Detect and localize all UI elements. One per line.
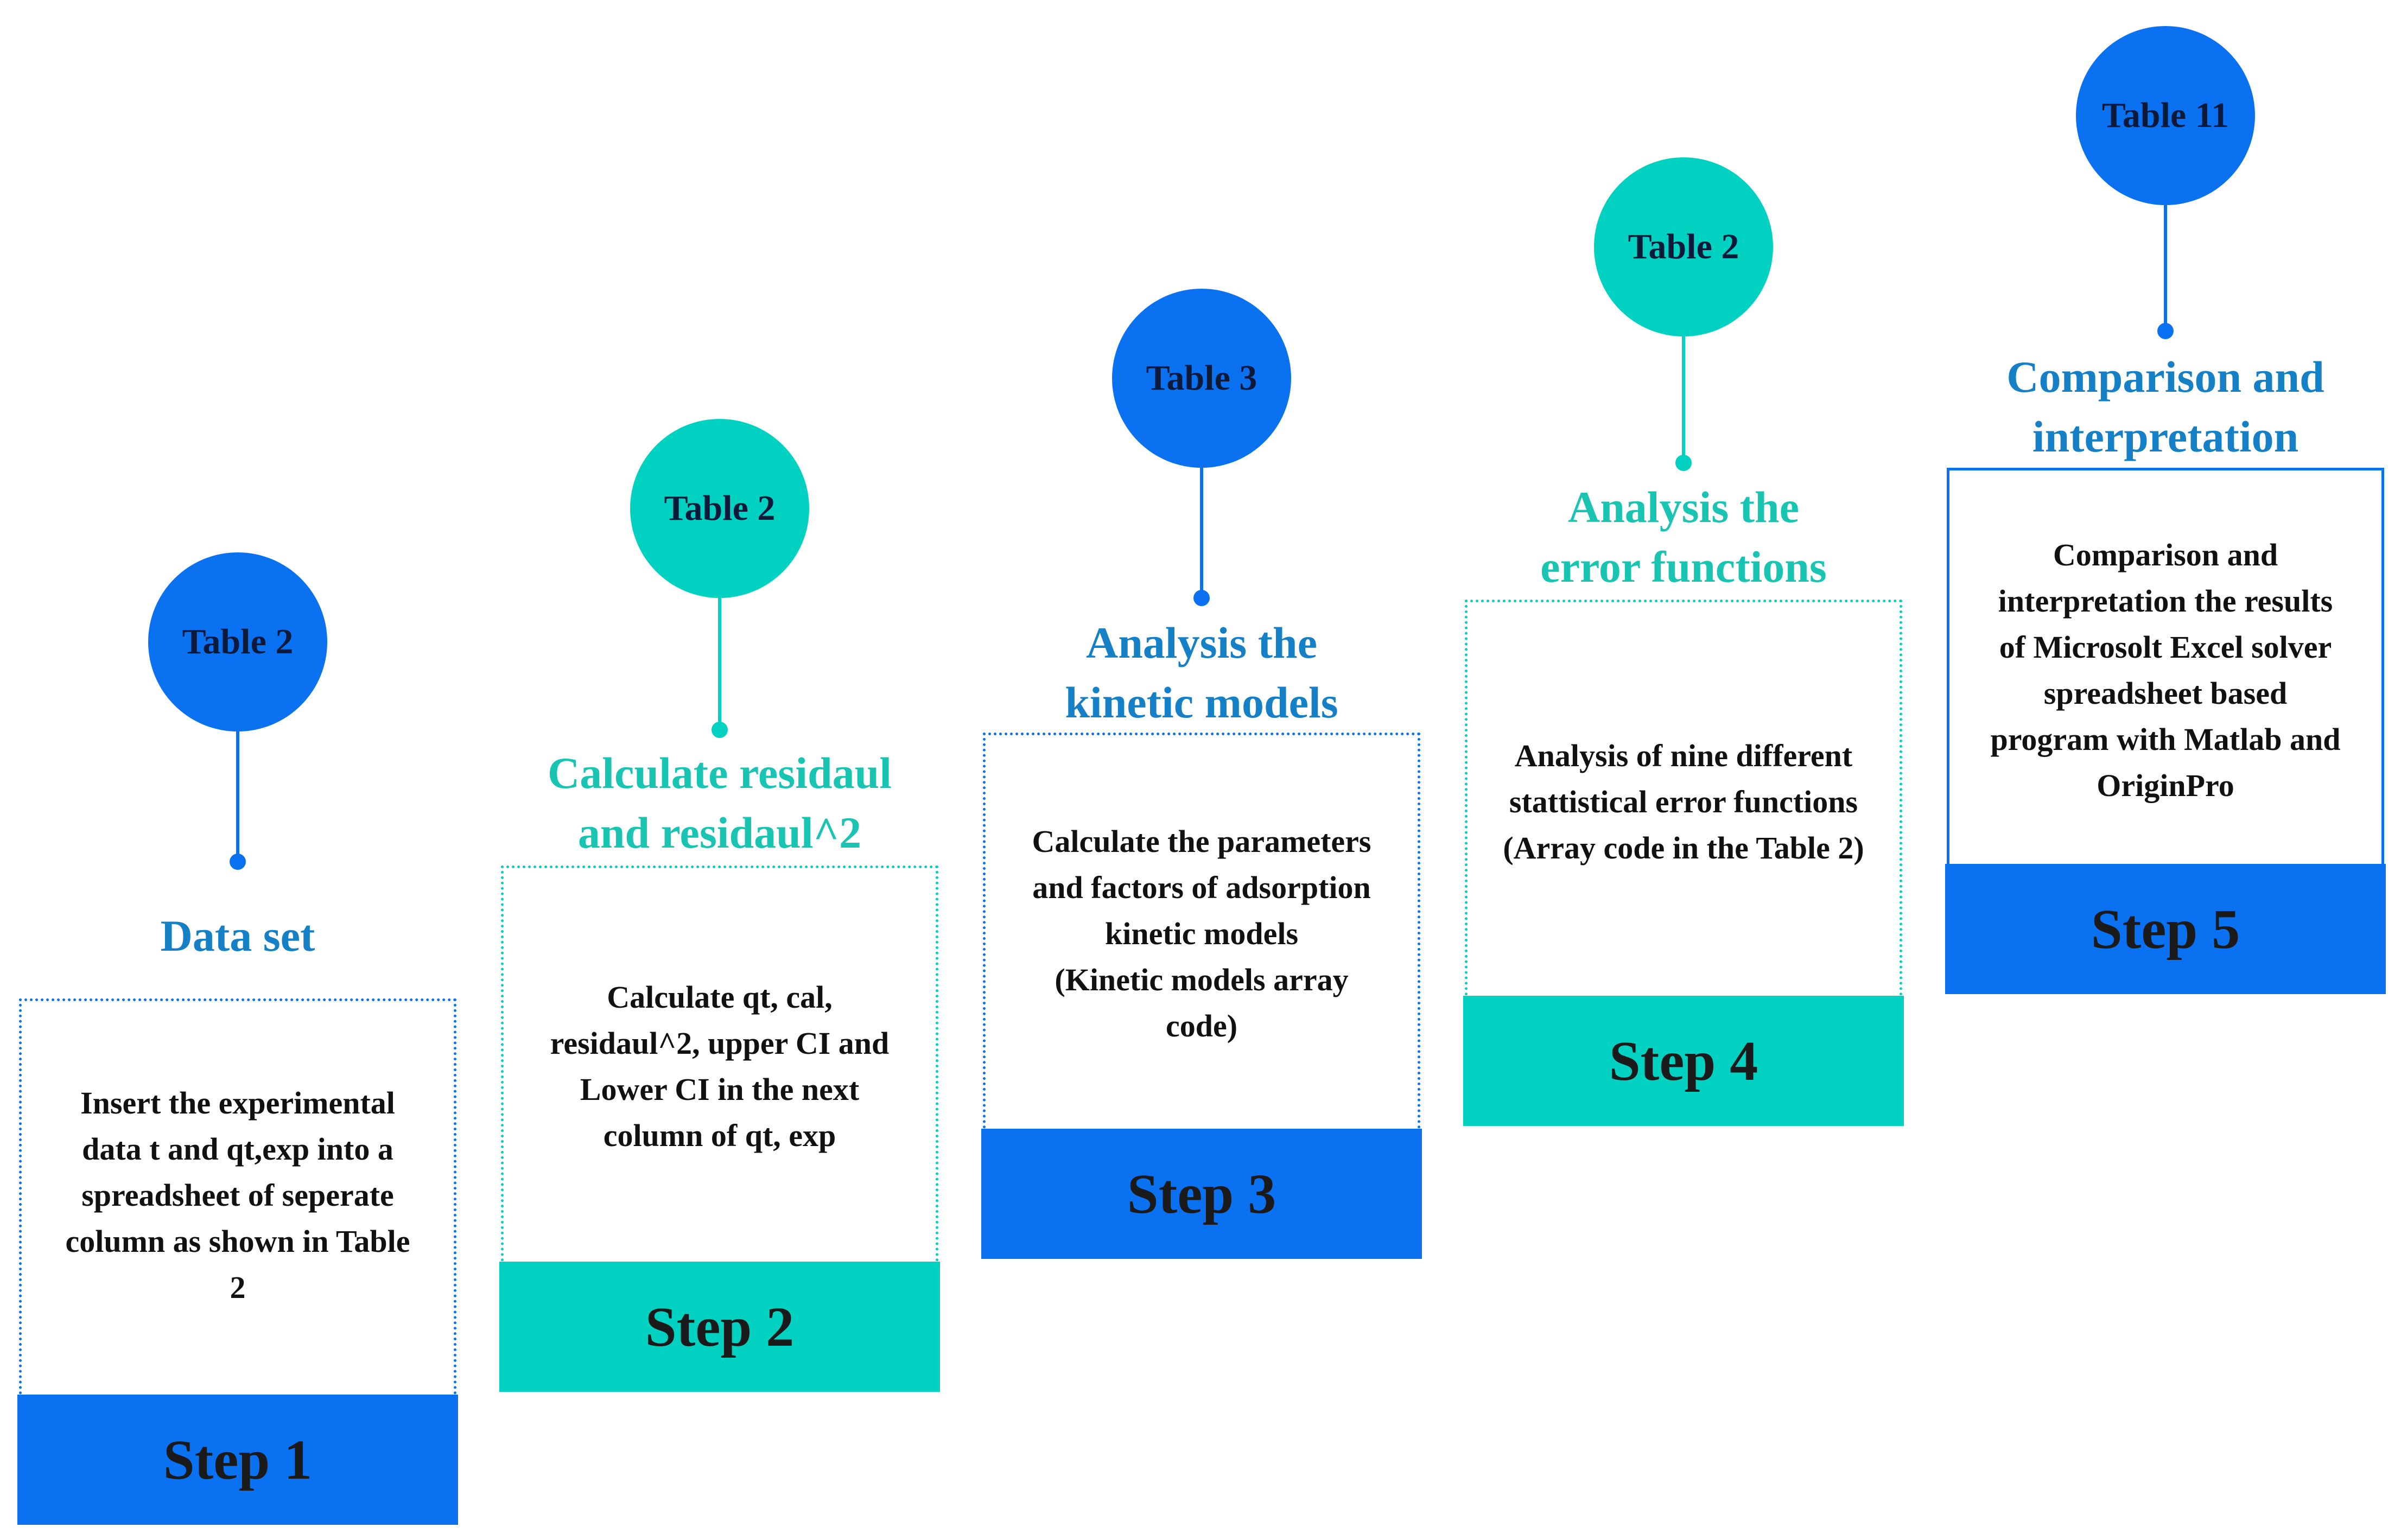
heading-line: Comparison and — [2006, 352, 2324, 402]
step-4-label: Step 4 — [1463, 996, 1904, 1126]
step-5-heading: Comparison and interpretation — [1943, 347, 2388, 467]
heading-line: interpretation — [2032, 412, 2299, 461]
step-2-description: Calculate qt, cal, residaul^2, upper CI a… — [508, 974, 931, 1159]
table-badge-2: Table 2 — [630, 419, 809, 598]
heading-line: and residaul^2 — [577, 808, 862, 857]
connector-line — [2164, 189, 2167, 331]
step-4-card — [1465, 600, 1902, 996]
description-line: interpretation the results — [1998, 583, 2333, 619]
description-line: Analysis of nine different — [1514, 738, 1853, 773]
step-2-card — [501, 866, 938, 1262]
connector-dot — [712, 722, 728, 738]
description-line: spreadsheet based — [2043, 676, 2288, 711]
description-line: spreadsheet of seperate — [81, 1178, 394, 1213]
description-line: column as shown in Table — [65, 1224, 410, 1259]
step-1-label: Step 1 — [17, 1395, 458, 1525]
connector-line — [236, 715, 239, 862]
description-line: OriginPro — [2097, 768, 2234, 803]
table-badge-4: Table 2 — [1594, 157, 1773, 336]
description-line: (Array code in the Table 2) — [1503, 830, 1864, 866]
heading-line: kinetic models — [1065, 678, 1338, 727]
step-3-heading: Analysis the kinetic models — [979, 613, 1424, 733]
description-line: program with Matlab and — [1990, 722, 2341, 757]
description-line: Insert the experimental — [80, 1085, 395, 1121]
connector-dot — [1193, 590, 1210, 606]
heading-line: Analysis the — [1085, 618, 1317, 667]
step-5-description: Comparison and interpretation the results… — [1954, 532, 2377, 809]
description-line: residaul^2, upper CI and — [550, 1026, 890, 1061]
description-line: code) — [1165, 1008, 1238, 1043]
step-3-description: Calculate the parameters and factors of a… — [990, 818, 1413, 1049]
table-badge-5: Table 11 — [2076, 26, 2255, 205]
description-line: column of qt, exp — [603, 1118, 836, 1153]
description-line: data t and qt,exp into a — [82, 1131, 393, 1167]
step-2-heading: Calculate residaul and residaul^2 — [497, 743, 942, 863]
step-3-label: Step 3 — [981, 1129, 1422, 1259]
step-5-card — [1947, 468, 2384, 864]
description-line: Comparison and — [2053, 537, 2278, 572]
step-4-heading: Analysis the error functions — [1461, 478, 1906, 597]
description-line: Calculate qt, cal, — [607, 979, 833, 1015]
description-line: (Kinetic models array — [1055, 962, 1349, 997]
table-badge-1: Table 2 — [148, 552, 327, 731]
description-line: and factors of adsorption — [1032, 870, 1371, 905]
description-line: 2 — [230, 1270, 246, 1305]
step-1-description: Insert the experimental data t and qt,exp… — [26, 1080, 449, 1310]
connector-dot — [230, 854, 246, 870]
heading-line: Analysis the — [1567, 482, 1799, 532]
description-line: of Microsolt Excel solver — [1999, 629, 2332, 665]
step-3-card — [983, 733, 1420, 1129]
description-line: stattistical error functions — [1509, 784, 1858, 819]
description-line: Lower CI in the next — [580, 1072, 860, 1107]
step-5-label: Step 5 — [1945, 864, 2386, 994]
step-2-label: Step 2 — [499, 1262, 940, 1392]
step-1-card — [19, 998, 456, 1395]
connector-dot — [2157, 323, 2174, 339]
description-line: kinetic models — [1104, 916, 1299, 951]
connector-line — [718, 582, 721, 730]
connector-line — [1682, 320, 1685, 463]
heading-line: error functions — [1540, 542, 1827, 591]
heading-line: Calculate residaul — [548, 748, 892, 798]
description-line: Calculate the parameters — [1032, 824, 1371, 859]
connector-line — [1200, 451, 1203, 598]
heading-line: Data set — [160, 911, 315, 960]
step-1-heading: Data set — [15, 906, 460, 966]
step-4-description: Analysis of nine different stattistical e… — [1472, 733, 1895, 871]
table-badge-3: Table 3 — [1112, 289, 1291, 468]
connector-dot — [1675, 455, 1692, 471]
